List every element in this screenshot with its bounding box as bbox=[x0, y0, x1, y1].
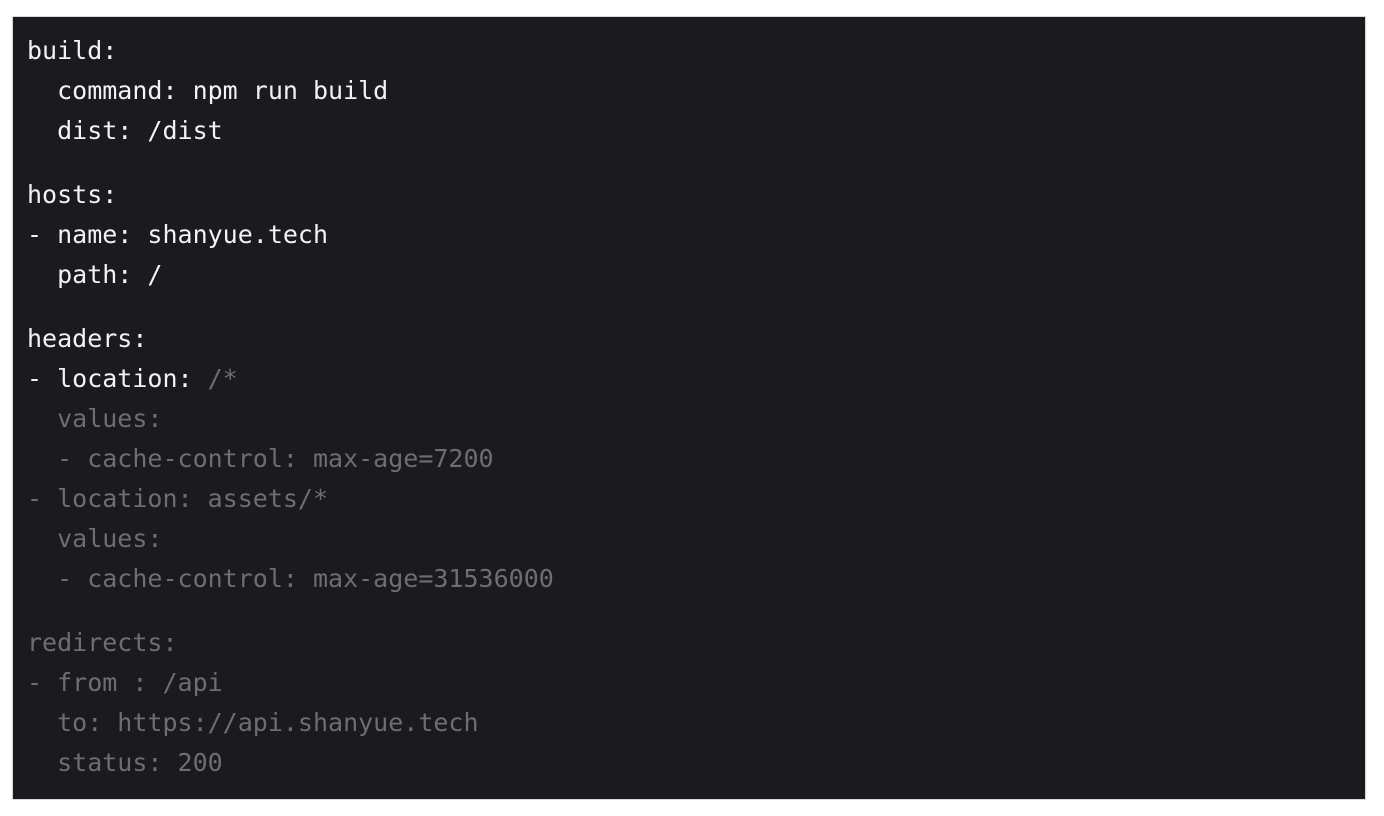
blank-line bbox=[27, 151, 554, 175]
code-line: - name: shanyue.tech bbox=[27, 215, 554, 255]
code-text-faded: - location: assets/* bbox=[27, 484, 329, 513]
code-text: - location: bbox=[27, 364, 208, 393]
code-line: - location: assets/* bbox=[27, 479, 554, 519]
code-text: path: / bbox=[27, 260, 163, 289]
code-line: - from : /api bbox=[27, 663, 554, 703]
code-text-faded: /* bbox=[207, 364, 238, 393]
code-text: hosts: bbox=[27, 180, 118, 209]
code-text: headers: bbox=[27, 324, 148, 353]
code-text-faded: status: 200 bbox=[27, 748, 223, 777]
code-text: build: bbox=[27, 36, 118, 65]
code-line: values: bbox=[27, 519, 554, 559]
code-line: headers: bbox=[27, 319, 554, 359]
code-line: - location: /* bbox=[27, 359, 554, 399]
code-text-faded: to: https://api.shanyue.tech bbox=[27, 708, 479, 737]
code-text-faded: values: bbox=[27, 524, 163, 553]
code-text-faded: redirects: bbox=[27, 628, 178, 657]
code-text-faded: - from : /api bbox=[27, 668, 223, 697]
code-text-faded: values: bbox=[27, 404, 163, 433]
code-text: - name: shanyue.tech bbox=[27, 220, 329, 249]
code-block: build: command: npm run build dist: /dis… bbox=[12, 16, 1366, 800]
code-line: - cache-control: max-age=7200 bbox=[27, 439, 554, 479]
code-text-faded: - cache-control: max-age=7200 bbox=[27, 444, 494, 473]
code-line: command: npm run build bbox=[27, 71, 554, 111]
code-line: hosts: bbox=[27, 175, 554, 215]
code-text: command: npm run build bbox=[27, 76, 389, 105]
code-line: status: 200 bbox=[27, 743, 554, 783]
code-line: redirects: bbox=[27, 623, 554, 663]
code-line: values: bbox=[27, 399, 554, 439]
code-line: path: / bbox=[27, 255, 554, 295]
code-line: build: bbox=[27, 31, 554, 71]
yaml-code: build: command: npm run build dist: /dis… bbox=[27, 31, 554, 783]
code-text: dist: /dist bbox=[27, 116, 223, 145]
code-text-faded: - cache-control: max-age=31536000 bbox=[27, 564, 554, 593]
code-line: dist: /dist bbox=[27, 111, 554, 151]
code-line: to: https://api.shanyue.tech bbox=[27, 703, 554, 743]
blank-line bbox=[27, 599, 554, 623]
code-line: - cache-control: max-age=31536000 bbox=[27, 559, 554, 599]
blank-line bbox=[27, 295, 554, 319]
